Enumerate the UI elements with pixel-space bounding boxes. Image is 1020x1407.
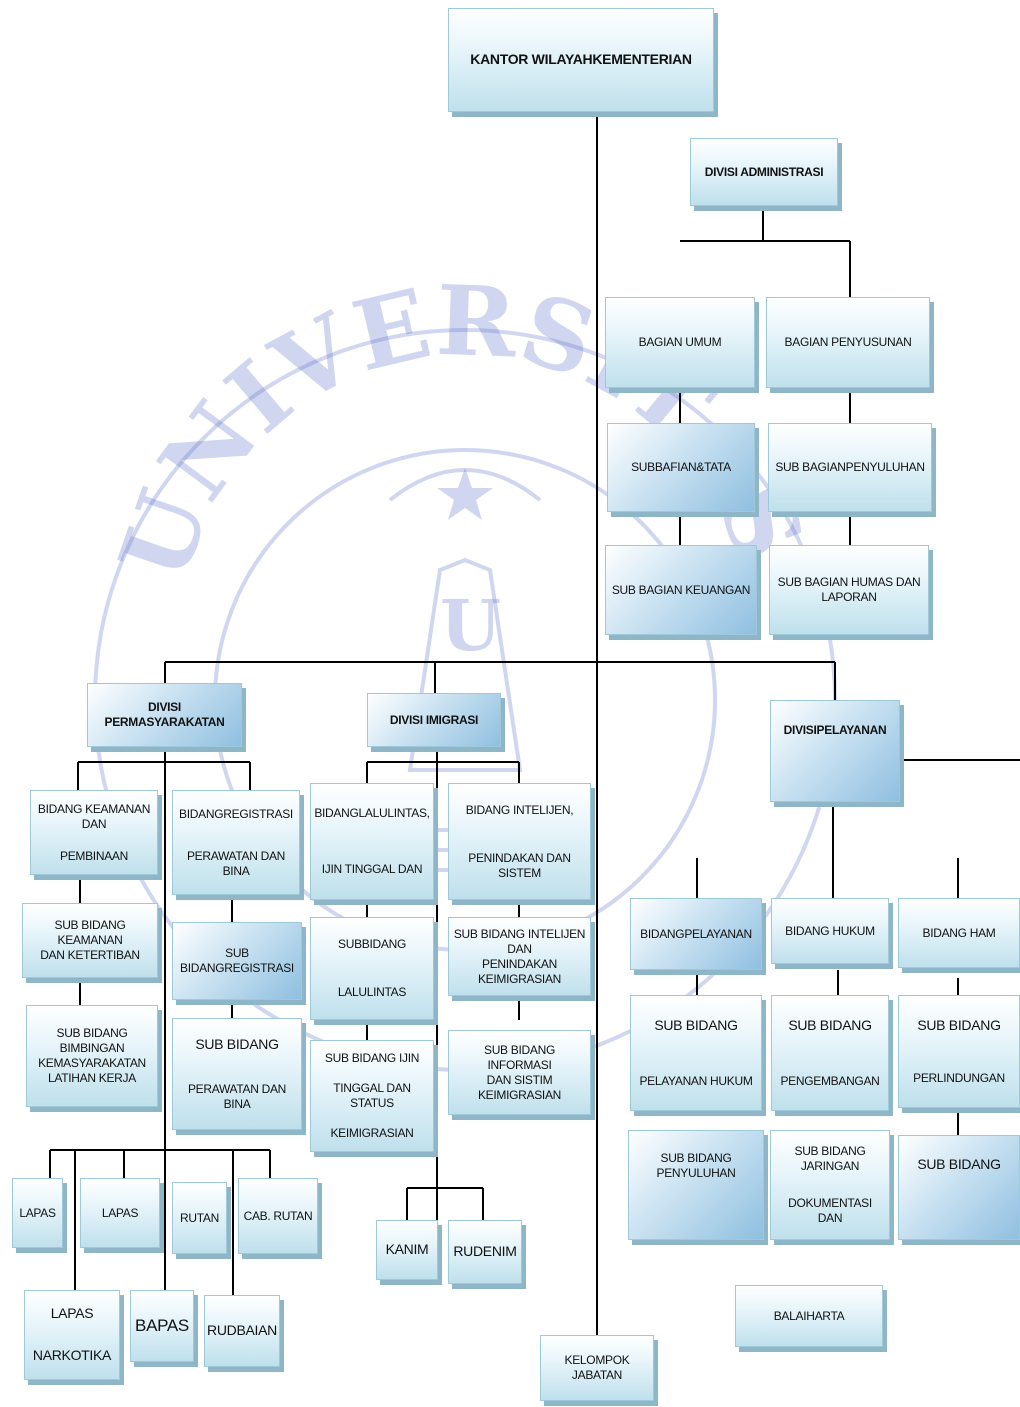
- bidang-hukum-box: BIDANG HUKUM: [771, 898, 889, 964]
- bidang-keamanan-box: BIDANG KEAMANAN DAN PEMBINAAN: [30, 790, 158, 875]
- lapas-2-box: LAPAS: [80, 1178, 160, 1248]
- bapas-box: BAPAS: [130, 1290, 194, 1362]
- sub-bidang-informasi-box: SUB BIDANG INFORMASI DAN SISTIM KEIMIGRA…: [448, 1030, 591, 1115]
- rutan-box: RUTAN: [172, 1182, 227, 1254]
- lapas-1-box: LAPAS: [12, 1178, 63, 1248]
- rudbaian-box: RUDBAIAN: [204, 1295, 280, 1367]
- subbidang-lalulintas-box: SUBBIDANG LALULINTAS: [310, 917, 434, 1020]
- sub-bidang-pengembangan-box: SUB BIDANG PENGEMBANGAN: [771, 995, 889, 1111]
- sub-bidang-ham-box: SUB BIDANG: [898, 1135, 1020, 1240]
- bagian-penyusunan-box: BAGIAN PENYUSUNAN: [766, 297, 930, 388]
- bidang-pelayanan-box: BIDANGPELAYANAN: [630, 898, 762, 970]
- sub-bidang-ijin-box: SUB BIDANG IJIN TINGGAL DAN STATUS KEIMI…: [310, 1040, 434, 1152]
- bidang-intelijen-box: BIDANG INTELIJEN, PENINDAKAN DAN SISTEM: [448, 783, 591, 900]
- bidang-lalulintas-box: BIDANGLALULINTAS, IJIN TINGGAL DAN: [310, 783, 434, 900]
- lapas-narkotika-box: LAPAS NARKOTIKA: [24, 1290, 120, 1380]
- kantor-wilayah-box: KANTOR WILAYAHKEMENTERIAN: [448, 8, 714, 112]
- bidang-ham-box: BIDANG HAM: [898, 898, 1020, 968]
- sub-bidang-perlindungan-box: SUB BIDANG PERLINDUNGAN: [898, 995, 1020, 1108]
- sub-bidang-bimbingan-box: SUB BIDANG BIMBINGAN KEMASYARAKATAN LATI…: [26, 1005, 158, 1107]
- sub-bidang-jaringan-box: SUB BIDANG JARINGAN DOKUMENTASI DAN: [770, 1130, 890, 1240]
- sub-bidang-pelayanan-hukum-box: SUB BIDANG PELAYANAN HUKUM: [630, 995, 762, 1111]
- sub-bidang-penyuluhan-box: SUB BIDANG PENYULUHAN: [628, 1130, 764, 1240]
- balaiharta-box: BALAIHARTA: [735, 1285, 883, 1347]
- bidang-registrasi-box: BIDANGREGISTRASI PERAWATAN DAN BINA: [172, 790, 300, 895]
- kanim-box: KANIM: [376, 1220, 438, 1280]
- sub-bagian-keuangan-box: SUB BAGIAN KEUANGAN: [605, 545, 757, 635]
- subbafian-tata-box: SUBBAFIAN&TATA: [607, 423, 755, 512]
- sub-bagian-penyuluhan-box: SUB BAGIANPENYULUHAN: [768, 423, 932, 512]
- rudenim-box: RUDENIM: [448, 1220, 522, 1284]
- sub-bidang-intelijen-box: SUB BIDANG INTELIJEN DAN PENINDAKAN KEIM…: [448, 917, 591, 996]
- sub-bagian-humas-box: SUB BAGIAN HUMAS DAN LAPORAN: [769, 545, 929, 635]
- sub-bidang-registrasi-box: SUB BIDANGREGISTRASI: [172, 922, 302, 1000]
- bagian-umum-box: BAGIAN UMUM: [605, 297, 755, 388]
- divisi-administrasi-box: DIVISI ADMINISTRASI: [690, 138, 838, 206]
- kelompok-jabatan-box: KELOMPOK JABATAN: [540, 1335, 654, 1401]
- divisi-permasyarakatan-box: DIVISI PERMASYARAKATAN: [87, 683, 242, 747]
- sub-bidang-keamanan-box: SUB BIDANG KEAMANAN DAN KETERTIBAN: [22, 903, 158, 978]
- sub-bidang-perawatan-box: SUB BIDANG PERAWATAN DAN BINA: [172, 1018, 302, 1130]
- cab-rutan-box: CAB. RUTAN: [238, 1178, 318, 1254]
- divisi-imigrasi-box: DIVISI IMIGRASI: [367, 693, 501, 747]
- divisi-pelayanan-box: DIVISIPELAYANAN: [770, 700, 900, 802]
